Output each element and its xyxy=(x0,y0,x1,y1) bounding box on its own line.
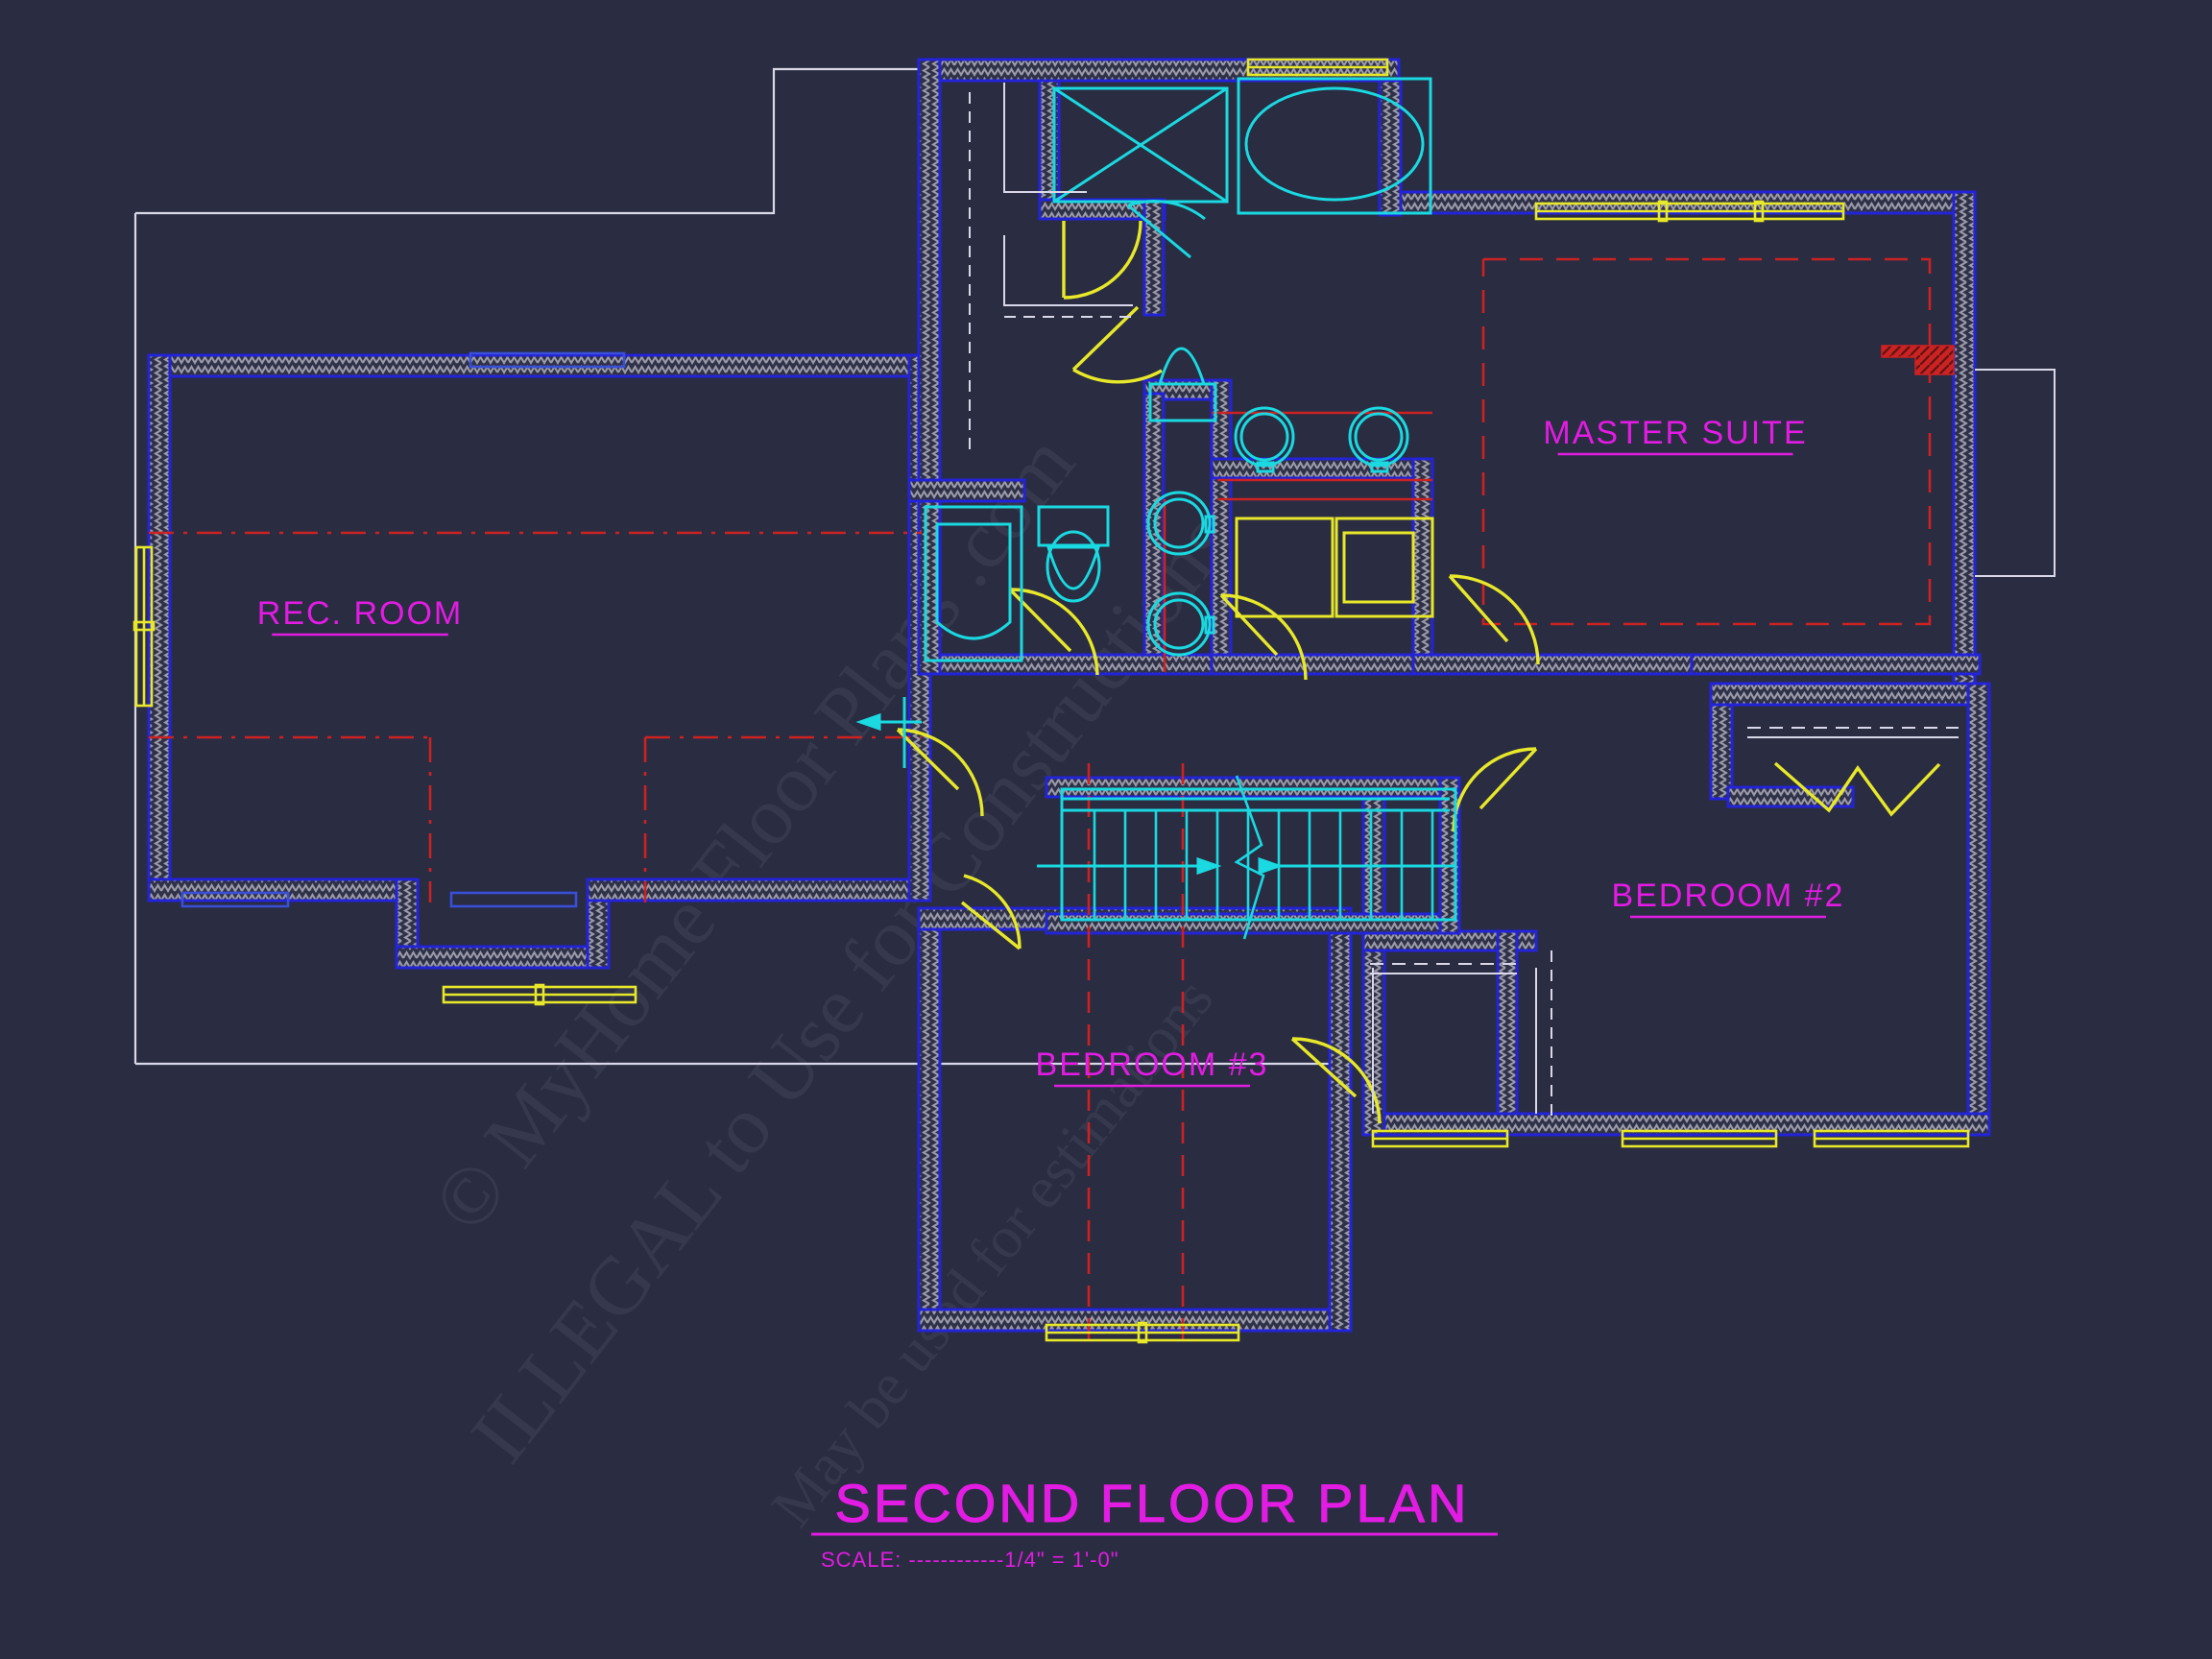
window-bedroom3-bottom xyxy=(1045,1321,1240,1344)
bathtub-rect-icon xyxy=(924,505,1023,662)
door-master-suite xyxy=(1448,574,1540,665)
toilet-icon-master xyxy=(1148,347,1217,422)
room-label-rec-room: REC. ROOM xyxy=(257,595,463,632)
scale-note: SCALE: ------------1/4" = 1'-0" xyxy=(821,1548,1119,1572)
windows xyxy=(132,58,1970,1344)
window-rec-room-bottom xyxy=(442,983,637,1006)
door-hall-top xyxy=(1062,220,1142,300)
window-master-bath-top xyxy=(1246,58,1389,77)
window-master-top xyxy=(1534,200,1845,223)
window-rec-room-bottom-left xyxy=(180,891,578,908)
direction-arrow-rec xyxy=(855,697,922,768)
room-label-group: REC. ROOM MASTER SUITE BEDROOM #2 BEDROOM #… xyxy=(257,415,1845,1088)
window-rec-room-left xyxy=(132,545,156,708)
door-rec-room xyxy=(896,728,984,817)
room-label-master-suite: MASTER SUITE xyxy=(1543,415,1807,451)
dryer-icon xyxy=(1146,591,1215,657)
plumbing-fixtures xyxy=(855,77,1457,940)
red-hatch-marker xyxy=(1881,345,1955,375)
door-laundry xyxy=(1219,593,1308,681)
sink-icon-left xyxy=(1234,406,1295,473)
cabinet-right xyxy=(1334,517,1434,618)
cabinet-inner xyxy=(1342,531,1415,604)
page-title: SECOND FLOOR PLAN xyxy=(835,1473,1470,1533)
stairs xyxy=(1037,775,1457,940)
shelf-and-thin-lines xyxy=(969,83,2056,1123)
door-bedroom3-hall xyxy=(1290,1037,1382,1124)
window-bedroom2-bottom-right xyxy=(1813,1129,1970,1148)
cabinetry xyxy=(1235,517,1434,618)
window-bedroom2-bottom-left xyxy=(1371,1129,1509,1148)
window-rec-room-top xyxy=(469,351,626,369)
window-bedroom2-bottom-mid xyxy=(1621,1129,1778,1148)
shower-icon xyxy=(1052,86,1229,204)
toilet-icon-hall xyxy=(1037,505,1110,603)
title-block: SECOND FLOOR PLAN SCALE: ------------1/4… xyxy=(811,1473,1498,1572)
door-bedroom3 xyxy=(960,874,1022,950)
sink-icon-right xyxy=(1348,406,1409,473)
door-closet-bifold-bedroom2 xyxy=(1773,761,1941,817)
room-label-bedroom-3: BEDROOM #3 xyxy=(1036,1046,1269,1083)
bathtub-oval-icon xyxy=(1237,77,1432,215)
washer-icon xyxy=(1146,491,1215,556)
room-label-bedroom-2: BEDROOM #2 xyxy=(1612,878,1845,914)
cabinet-left xyxy=(1235,517,1334,618)
